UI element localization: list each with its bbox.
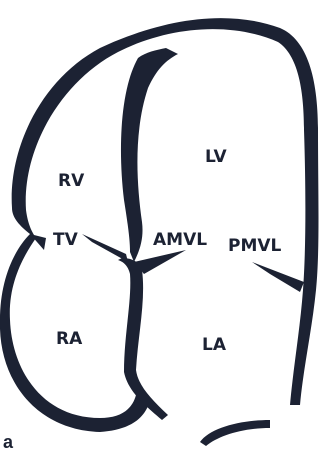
label-tv: TV xyxy=(53,230,79,250)
label-amvl: AMVL xyxy=(153,230,207,250)
label-rv: RV xyxy=(58,171,85,191)
left-atrium-wall-fragment xyxy=(200,420,270,446)
heart-wall xyxy=(0,18,319,432)
tricuspid-valve xyxy=(30,234,128,262)
label-pmvl: PMVL xyxy=(228,236,282,256)
anterior-mitral-valve-leaflet xyxy=(134,250,186,274)
atrial-septum xyxy=(118,258,168,420)
posterior-mitral-valve-leaflet xyxy=(252,262,304,292)
label-la: LA xyxy=(202,335,227,355)
label-lv: LV xyxy=(205,147,227,167)
panel-letter: a xyxy=(3,432,14,452)
label-ra: RA xyxy=(56,329,83,349)
